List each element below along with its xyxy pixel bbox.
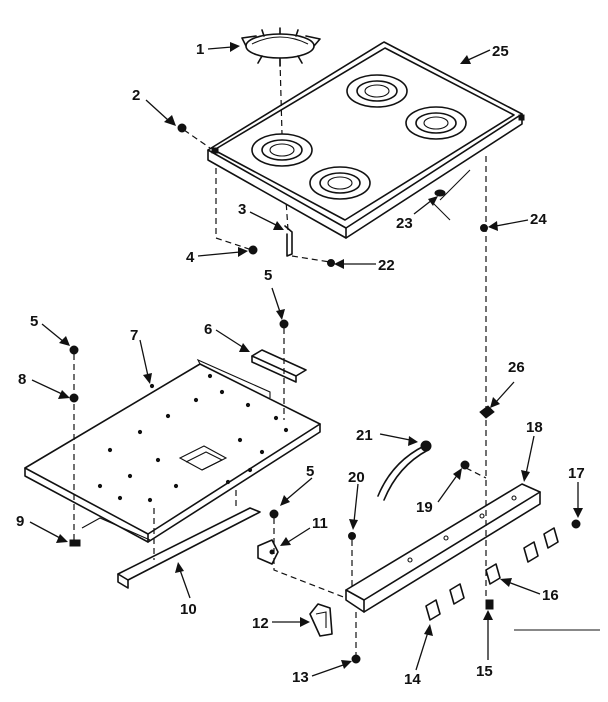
callout-21: 21 bbox=[356, 427, 373, 444]
callout-5-left: 5 bbox=[30, 313, 38, 330]
gas-tube-21 bbox=[377, 440, 432, 501]
callout-11: 11 bbox=[312, 515, 328, 532]
callout-6: 6 bbox=[204, 321, 212, 338]
callout-7: 7 bbox=[130, 327, 138, 344]
fitting-15 bbox=[485, 599, 494, 610]
callout-2: 2 bbox=[132, 87, 140, 104]
bracket-6 bbox=[251, 349, 307, 383]
callout-labels: 1 2 3 4 5 5 5 6 7 8 9 10 11 12 13 14 15 … bbox=[16, 41, 585, 688]
callout-24: 24 bbox=[530, 211, 547, 228]
screw-22 bbox=[327, 259, 335, 267]
assembly-lines bbox=[73, 59, 600, 655]
screw-20 bbox=[348, 532, 356, 540]
leader-lines bbox=[29, 42, 583, 677]
clip-16 bbox=[485, 527, 559, 585]
callout-12: 12 bbox=[252, 615, 269, 632]
screw-5-mid bbox=[269, 509, 279, 519]
callout-16: 16 bbox=[542, 587, 559, 604]
callout-22: 22 bbox=[378, 257, 395, 274]
bracket-11 bbox=[257, 539, 279, 565]
callout-9: 9 bbox=[16, 513, 24, 530]
bracket-3 bbox=[284, 225, 293, 257]
callout-13: 13 bbox=[292, 669, 309, 686]
cooktop-25 bbox=[207, 41, 525, 239]
burner-spreader bbox=[241, 27, 321, 67]
burner-box-7 bbox=[24, 358, 321, 543]
callout-3: 3 bbox=[238, 201, 246, 218]
callout-5-top: 5 bbox=[264, 267, 272, 284]
rail-10 bbox=[81, 507, 261, 589]
callout-10: 10 bbox=[180, 601, 197, 618]
clip-23 bbox=[434, 189, 446, 197]
manifold-bracket-18 bbox=[345, 483, 541, 613]
callout-4: 4 bbox=[186, 249, 195, 266]
callout-15: 15 bbox=[476, 663, 493, 680]
fitting-19 bbox=[460, 460, 470, 470]
callout-17: 17 bbox=[568, 465, 585, 482]
screw-4 bbox=[248, 245, 258, 255]
callout-14: 14 bbox=[404, 671, 421, 688]
callout-8: 8 bbox=[18, 371, 26, 388]
screw-13 bbox=[351, 654, 361, 664]
callout-5-mid: 5 bbox=[306, 463, 314, 480]
callout-26: 26 bbox=[508, 359, 525, 376]
callout-23: 23 bbox=[396, 215, 413, 232]
bracket-12 bbox=[309, 603, 333, 637]
callout-1: 1 bbox=[196, 41, 204, 58]
knob-17 bbox=[571, 519, 581, 529]
callout-25: 25 bbox=[492, 43, 509, 60]
foot-9 bbox=[69, 539, 81, 547]
callout-19: 19 bbox=[416, 499, 433, 516]
clip-14 bbox=[425, 583, 465, 621]
valve-26 bbox=[479, 405, 495, 419]
callout-18: 18 bbox=[526, 419, 543, 436]
callout-20: 20 bbox=[348, 469, 365, 486]
screw-5-top bbox=[279, 319, 289, 329]
screw-5-left bbox=[69, 345, 79, 355]
